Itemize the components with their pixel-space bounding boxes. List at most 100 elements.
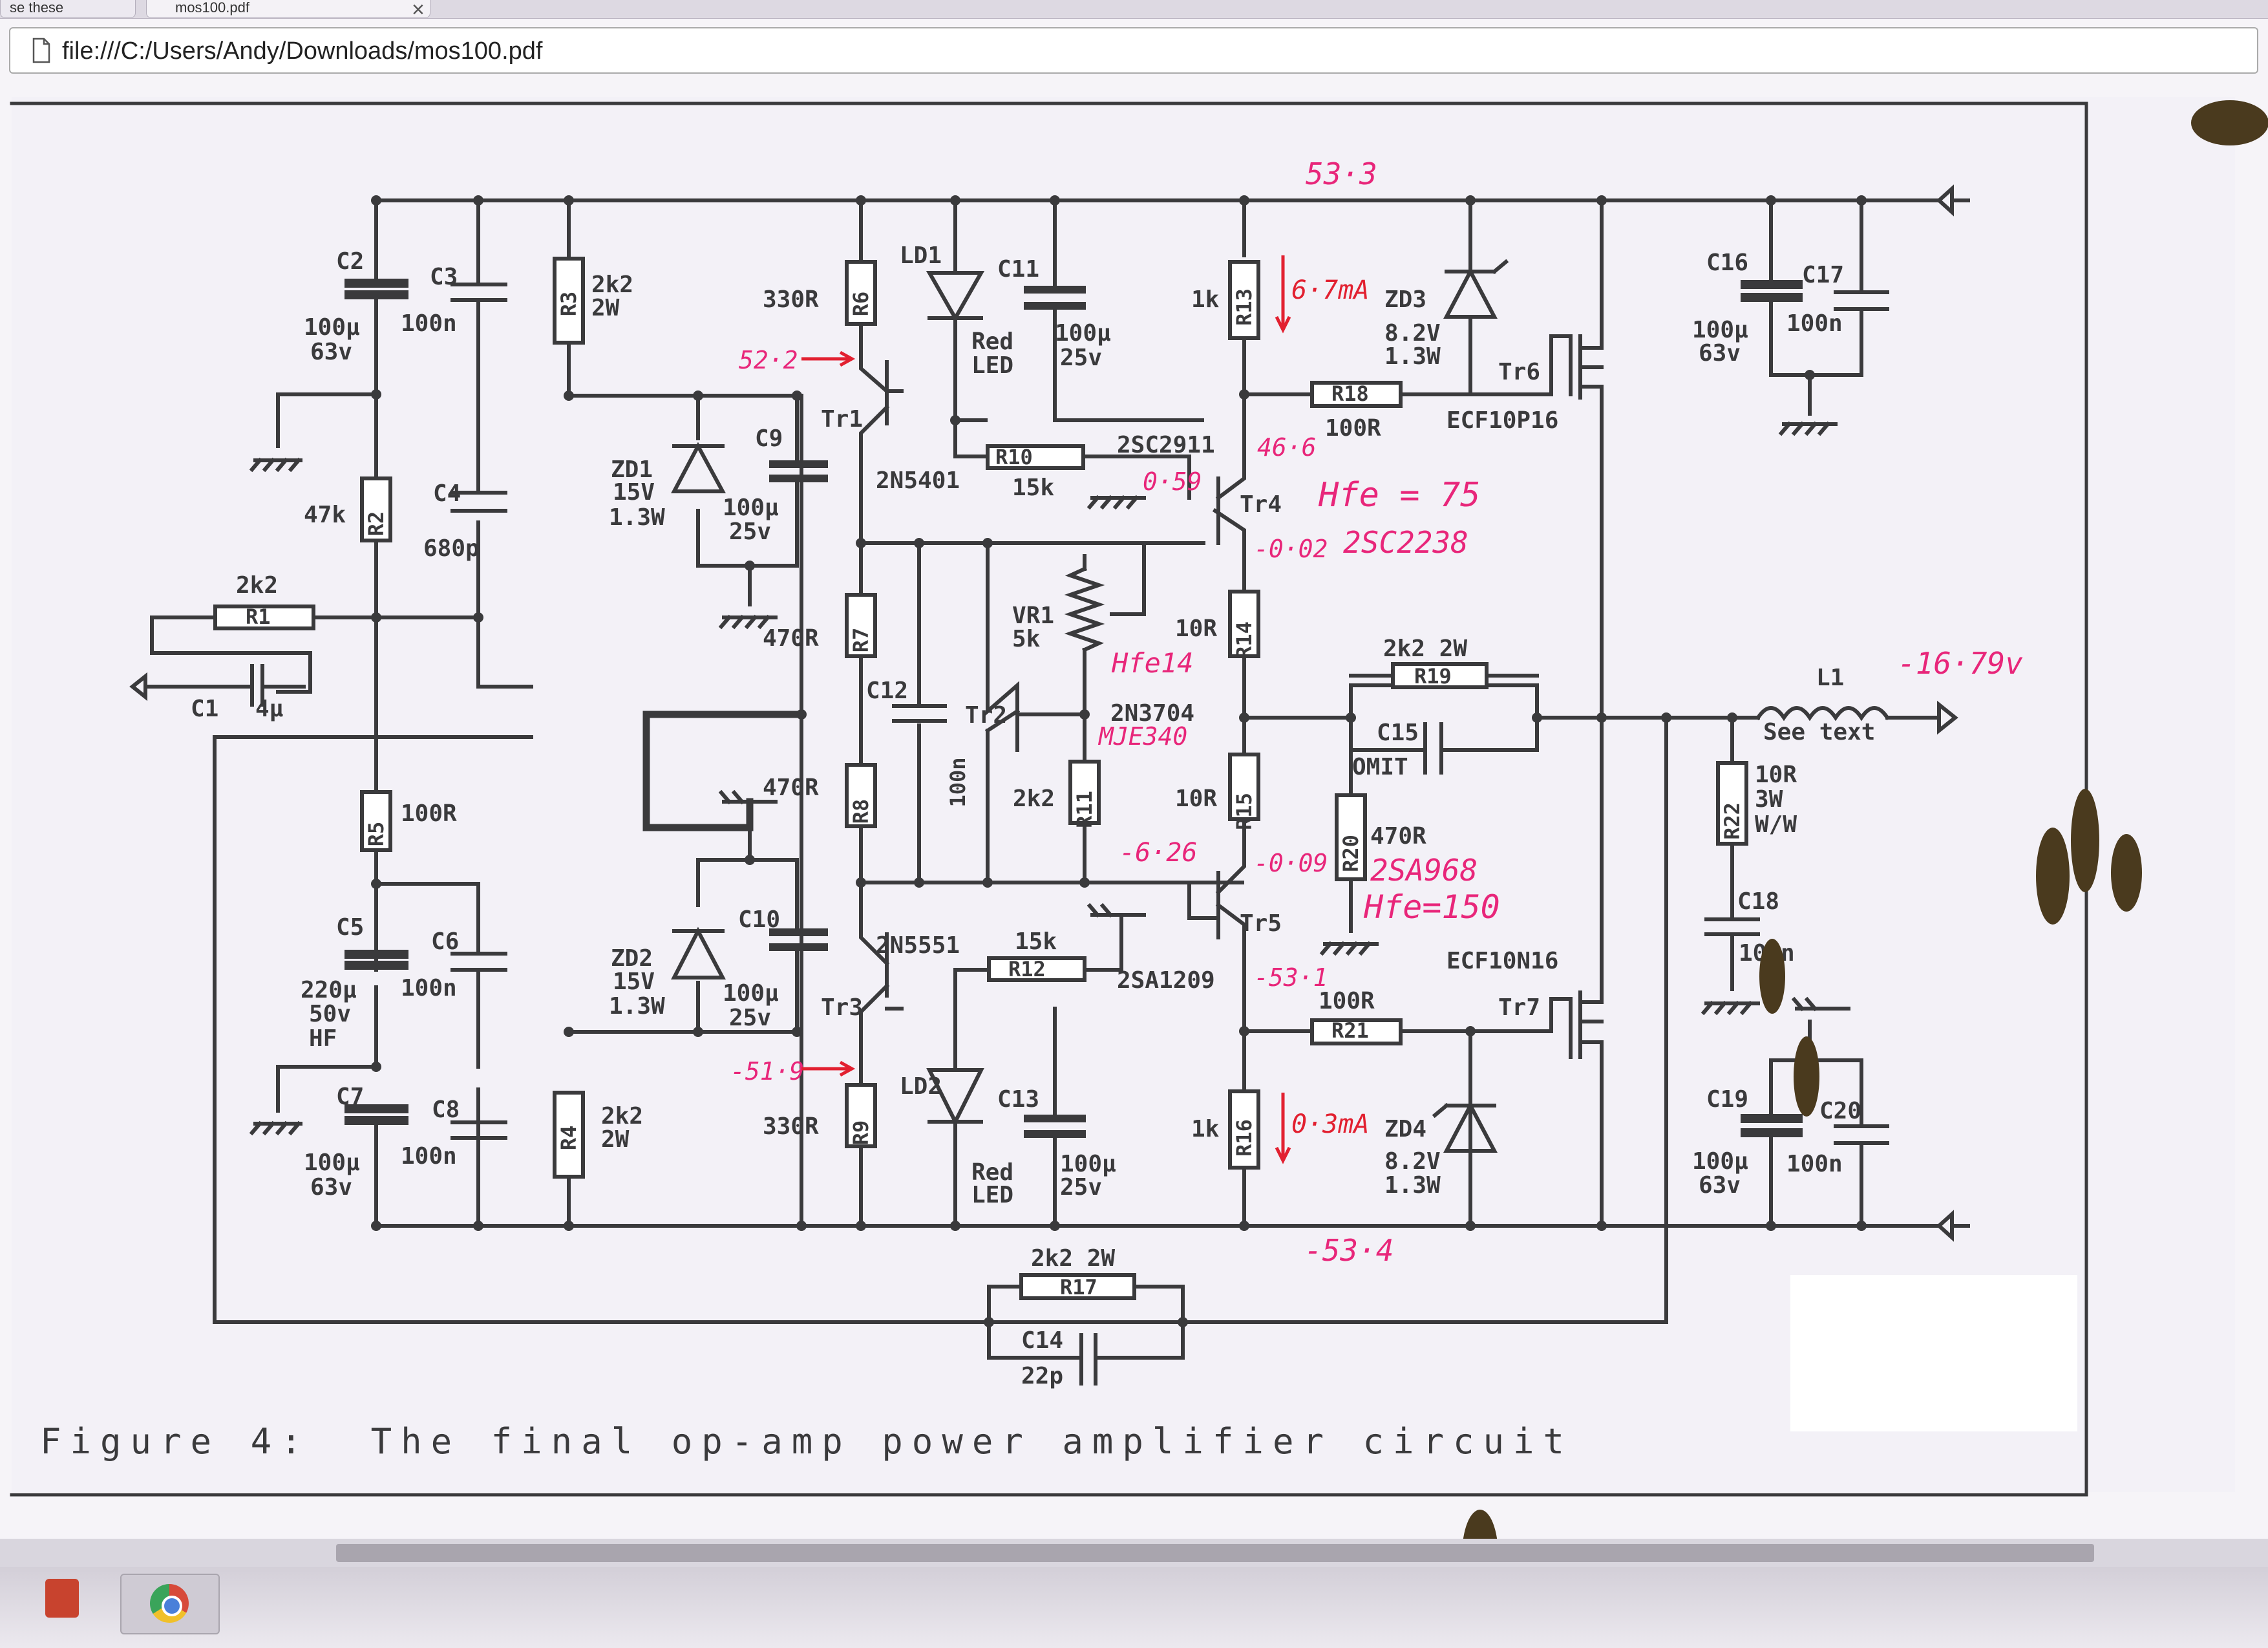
- C15-symbol: [1423, 722, 1443, 775]
- tab-label: se these: [10, 0, 64, 16]
- label-c6_val: 100n: [401, 975, 457, 1001]
- scrollbar-thumb[interactable]: [336, 1544, 2094, 1562]
- junction-dot: [371, 195, 381, 206]
- R21-symbol: [1310, 1018, 1403, 1045]
- C13-symbol: [1024, 1115, 1086, 1138]
- R18-symbol: [1310, 381, 1403, 408]
- C18-symbol: [1704, 917, 1760, 936]
- ground-symbol: [1086, 903, 1146, 918]
- label-c17: C17: [1802, 262, 1844, 288]
- R3-symbol: [553, 257, 585, 345]
- label-zd2: ZD2: [611, 945, 653, 972]
- C10-symbol: [769, 928, 828, 951]
- tab-mos100-pdf[interactable]: mos100.pdf ×: [146, 0, 430, 22]
- rail-arrow-top: [1936, 184, 1970, 217]
- annotation-v-tr1: 52·2: [739, 346, 798, 374]
- label-r22: R22: [1720, 802, 1744, 840]
- junction-dot: [1239, 1026, 1249, 1036]
- junction-dot: [693, 1027, 703, 1037]
- junction-dot: [1596, 1221, 1607, 1231]
- VR1-symbol: [1064, 566, 1105, 652]
- label-c11_v: 25v: [1060, 345, 1102, 371]
- label-r14_val: 10R: [1175, 615, 1217, 642]
- ink-blot: [2191, 100, 2268, 145]
- C8-symbol: [450, 1120, 507, 1140]
- tab-previous[interactable]: se these: [0, 0, 136, 18]
- annotation-mje340: MJE340: [1097, 722, 1187, 751]
- ZD1-symbol: [671, 442, 726, 493]
- annotation-v-top: 53·3: [1306, 156, 1377, 191]
- label-ld2_t2: LED: [971, 1182, 1013, 1208]
- label-c11_val: 100µ: [1055, 320, 1111, 347]
- C6-symbol: [450, 952, 507, 972]
- label-l1_t: See text: [1763, 719, 1875, 745]
- C12-symbol: [892, 704, 947, 723]
- label-r1_val: 2k2: [236, 572, 278, 599]
- junction-dot: [473, 195, 483, 206]
- junction-dot: [371, 879, 381, 889]
- R22-symbol: [1716, 761, 1748, 846]
- label-c14_val: 22p: [1021, 1363, 1063, 1389]
- R11-symbol: [1068, 760, 1101, 825]
- ground-symbol: [718, 614, 778, 630]
- junction-dot: [1050, 1221, 1060, 1231]
- label-vr1_val: 5k: [1012, 626, 1041, 652]
- ground-symbol: [249, 1120, 302, 1136]
- junction-dot: [950, 415, 960, 425]
- label-tr3: Tr3: [821, 994, 863, 1021]
- R2-symbol: [360, 476, 392, 542]
- ink-blot: [2071, 789, 2099, 892]
- label-c17_val: 100n: [1786, 310, 1843, 337]
- label-r19_val: 2k2 2W: [1383, 636, 1467, 662]
- label-2n5401: 2N5401: [876, 467, 960, 494]
- junction-dot: [1596, 712, 1607, 723]
- C20-symbol: [1834, 1124, 1889, 1145]
- label-c19_val: 100µ: [1692, 1148, 1748, 1175]
- C17-symbol: [1834, 290, 1889, 311]
- label-ld2: LD2: [900, 1073, 942, 1100]
- annotation-v-out: -16·79v: [1898, 646, 2023, 681]
- junction-dot: [1050, 195, 1060, 206]
- junction-dot: [1661, 712, 1671, 723]
- label-zd2_v: 15V: [613, 968, 655, 995]
- label-ld1: LD1: [900, 242, 942, 269]
- label-tr5: Tr5: [1240, 910, 1282, 937]
- chrome-icon[interactable]: [120, 1574, 220, 1634]
- label-r12_val: 15k: [1015, 928, 1057, 955]
- R12-symbol: [987, 956, 1086, 982]
- junction-dot: [856, 538, 866, 548]
- junction-dot: [1178, 1317, 1188, 1327]
- address-bar[interactable]: file:///C:/Users/Andy/Downloads/mos100.p…: [9, 27, 2258, 74]
- annotation-v-m002: -0·02: [1254, 535, 1328, 563]
- label-c6: C6: [431, 928, 459, 955]
- label-r11_val: 2k2: [1013, 786, 1055, 812]
- ground-symbol: [1791, 996, 1850, 1012]
- tab-bar: se these mos100.pdf ×: [0, 0, 2268, 22]
- junction-dot: [1079, 709, 1090, 720]
- label-zd1_w: 1.3W: [609, 504, 665, 531]
- label-c5_v: 50v: [309, 1001, 351, 1027]
- Tr6-symbol: [1468, 198, 1604, 720]
- label-c18: C18: [1737, 888, 1779, 915]
- bias-loop-wire: [642, 711, 805, 831]
- label-r21: R21: [1331, 1018, 1369, 1043]
- label-vr1: VR1: [1012, 603, 1054, 629]
- label-2n3704: 2N3704: [1110, 700, 1194, 727]
- close-icon[interactable]: ×: [412, 0, 425, 22]
- annotation-v-46-6: 46·6: [1257, 433, 1317, 462]
- annotation-hfe14: Hfe14: [1111, 647, 1193, 679]
- junction-dot: [982, 538, 993, 548]
- label-r14: R14: [1232, 621, 1256, 659]
- label-r3: R3: [556, 292, 581, 317]
- current-arrow-r16: [1275, 1093, 1291, 1164]
- junction-dot: [1596, 195, 1607, 206]
- label-zd4_w: 1.3W: [1384, 1172, 1441, 1199]
- label-r1: R1: [246, 605, 271, 629]
- junction-dot: [1766, 195, 1776, 206]
- label-r16_val: 1k: [1191, 1116, 1220, 1142]
- annotation-hfe75: Hfe = 75: [1318, 476, 1480, 515]
- junction-dot: [1465, 1026, 1476, 1036]
- label-r22_w: 3W: [1755, 786, 1783, 813]
- taskbar-app-icon[interactable]: [45, 1579, 79, 1618]
- label-c5_t: HF: [309, 1025, 337, 1052]
